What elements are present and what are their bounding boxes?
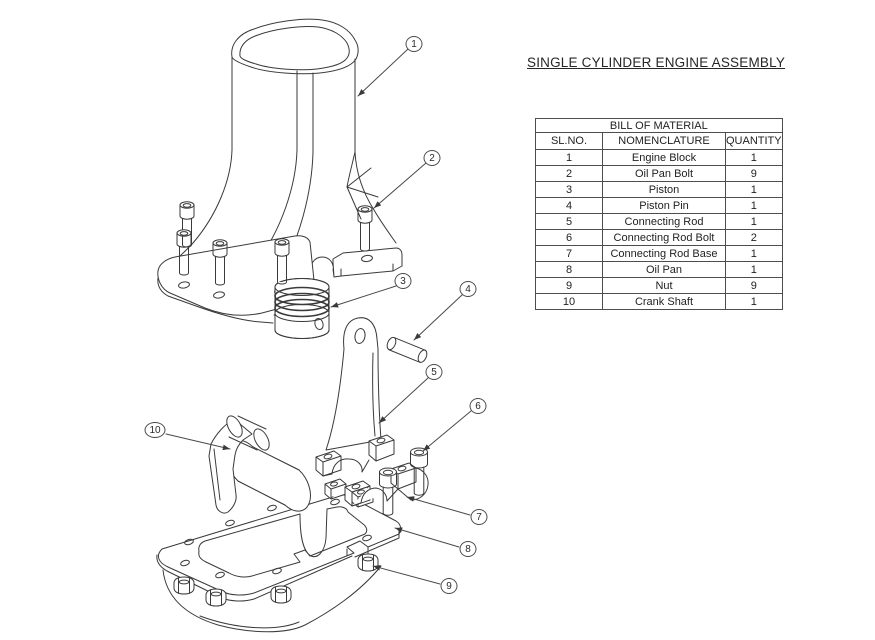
- bom-row: 10 Crank Shaft 1: [535, 293, 783, 310]
- leader-8: [394, 527, 460, 548]
- balloon-2: 2: [423, 150, 441, 166]
- bom-cell-nomenclature: Crank Shaft: [602, 293, 726, 310]
- engine-flange-bar: [332, 247, 403, 278]
- bom-cell-nomenclature: Piston Pin: [602, 197, 726, 214]
- bom-cell-quantity: 1: [725, 197, 783, 214]
- bom-cell-nomenclature: Nut: [602, 277, 726, 294]
- bom-cell-quantity: 2: [725, 229, 783, 246]
- bom-row: 5 Connecting Rod 1: [535, 213, 783, 230]
- balloon-7: 7: [470, 509, 488, 525]
- leader-6: [422, 410, 472, 452]
- leader-2: [373, 162, 427, 209]
- balloon-3: 3: [394, 273, 412, 289]
- bom-row: 4 Piston Pin 1: [535, 197, 783, 214]
- bom-cell-slno: 7: [535, 245, 603, 262]
- bom-cell-quantity: 1: [725, 245, 783, 262]
- leader-9: [372, 565, 441, 585]
- bom-cell-quantity: 1: [725, 149, 783, 166]
- bom-cell-slno: 8: [535, 261, 603, 278]
- piston-pin-drawing: [386, 336, 428, 363]
- bom-row: 1 Engine Block 1: [535, 149, 783, 166]
- bom-cell-slno: 5: [535, 213, 603, 230]
- bom-row: 7 Connecting Rod Base 1: [535, 245, 783, 262]
- bom-cell-quantity: 9: [725, 165, 783, 182]
- piston-drawing: [274, 278, 330, 339]
- bom-cell-quantity: 1: [725, 261, 783, 278]
- bom-caption: BILL OF MATERIAL: [535, 118, 783, 133]
- bom-cell-quantity: 9: [725, 277, 783, 294]
- crank-shaft-drawing: [208, 415, 311, 514]
- bom-cell-nomenclature: Connecting Rod: [602, 213, 726, 230]
- bom-cell-slno: 1: [535, 149, 603, 166]
- bom-cell-slno: 2: [535, 165, 603, 182]
- balloon-9: 9: [440, 578, 458, 594]
- bom-row: 6 Connecting Rod Bolt 2: [535, 229, 783, 246]
- bom-col-nomenclature: NOMENCLATURE: [602, 132, 726, 150]
- balloon-6: 6: [469, 398, 487, 414]
- bom-cell-nomenclature: Piston: [602, 181, 726, 198]
- leader-10: [165, 433, 231, 451]
- title-block: SINGLE CYLINDER ENGINE ASSEMBLY: [527, 54, 787, 72]
- bom-header-row: SL.NO. NOMENCLATURE QUANTITY: [535, 132, 783, 150]
- bom-col-slno: SL.NO.: [535, 132, 603, 150]
- leader-5: [378, 377, 429, 424]
- bom-cell-quantity: 1: [725, 181, 783, 198]
- balloon-1: 1: [405, 36, 423, 52]
- balloon-4: 4: [459, 281, 477, 297]
- bom-row: 3 Piston 1: [535, 181, 783, 198]
- balloon-10: 10: [144, 422, 166, 438]
- bill-of-material-table: BILL OF MATERIAL SL.NO. NOMENCLATURE QUA…: [535, 118, 783, 310]
- balloon-8: 8: [459, 541, 477, 557]
- bom-cell-nomenclature: Engine Block: [602, 149, 726, 166]
- bom-cell-slno: 9: [535, 277, 603, 294]
- bom-row: 2 Oil Pan Bolt 9: [535, 165, 783, 182]
- connecting-rod-drawing: [315, 317, 395, 477]
- bom-caption-row: BILL OF MATERIAL: [535, 118, 783, 133]
- leader-1: [357, 48, 409, 97]
- leader-4: [413, 294, 463, 341]
- leader-lines: [165, 48, 472, 585]
- bom-cell-nomenclature: Oil Pan: [602, 261, 726, 278]
- drawing-title: SINGLE CYLINDER ENGINE ASSEMBLY: [527, 55, 786, 70]
- bom-cell-slno: 4: [535, 197, 603, 214]
- bom-cell-nomenclature: Connecting Rod Bolt: [602, 229, 726, 246]
- bom-col-quantity: QUANTITY: [725, 132, 783, 150]
- bom-cell-slno: 3: [535, 181, 603, 198]
- bom-cell-slno: 6: [535, 229, 603, 246]
- bom-cell-quantity: 1: [725, 293, 783, 310]
- bom-cell-nomenclature: Connecting Rod Base: [602, 245, 726, 262]
- bom-cell-quantity: 1: [725, 213, 783, 230]
- balloon-5: 5: [425, 364, 443, 380]
- leader-7: [406, 496, 471, 516]
- leader-3: [330, 285, 397, 308]
- bom-cell-nomenclature: Oil Pan Bolt: [602, 165, 726, 182]
- bom-row: 8 Oil Pan 1: [535, 261, 783, 278]
- bom-cell-slno: 10: [535, 293, 603, 310]
- bom-row: 9 Nut 9: [535, 277, 783, 294]
